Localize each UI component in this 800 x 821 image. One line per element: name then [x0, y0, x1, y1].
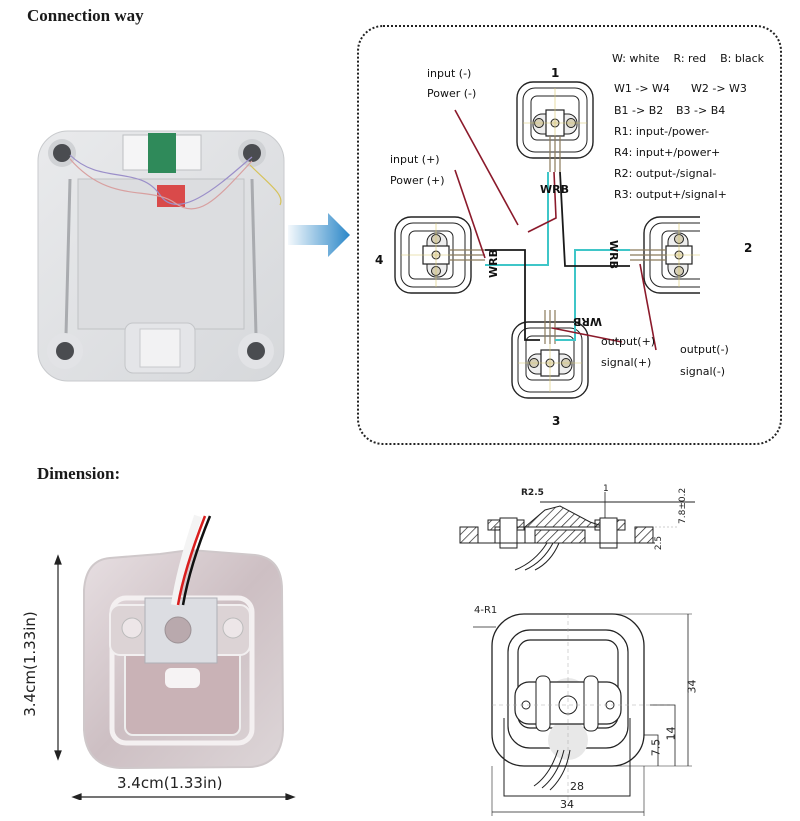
wiring-diagram-frame — [357, 25, 782, 445]
width-34-label: 34 — [560, 798, 574, 811]
legend-red: R: red — [673, 52, 707, 65]
white-wires — [485, 172, 630, 341]
width-28-label: 28 — [570, 780, 584, 793]
wire-label-2: WRB — [607, 240, 620, 269]
label-output-minus: output(-) — [680, 343, 729, 356]
rule-r1: R1: input-/power- — [614, 125, 710, 138]
total-height-label: 7.8±0.2 — [678, 487, 688, 524]
sensor-number-4: 4 — [375, 253, 384, 267]
main-pcb — [148, 133, 176, 173]
base-height-label: 2.5 — [654, 535, 665, 551]
label-power-minus: Power (-) — [427, 87, 477, 100]
legend-white: W: white — [612, 52, 660, 65]
wire-label-4: WRB — [487, 249, 500, 278]
height-14-label: 14 — [664, 726, 678, 741]
dimension-title: Dimension: — [37, 464, 121, 483]
wire-label-3: WRB — [573, 315, 602, 328]
height-34-label: 34 — [685, 679, 699, 694]
rule-r4: R4: input+/power+ — [614, 146, 721, 159]
hx711-board — [157, 185, 185, 207]
height-7-5-label: 7.5 — [649, 738, 663, 757]
sensor-number-1: 1 — [551, 66, 560, 80]
height-dimension-label: 3.4cm(1.33in) — [21, 611, 39, 717]
black-wires — [485, 171, 630, 341]
sensor-number-2: 2 — [744, 241, 753, 255]
top-view-drawing — [473, 613, 692, 816]
width-dimension-label: 3.4cm(1.33in) — [117, 774, 223, 792]
foot-top-right — [238, 139, 266, 167]
wire-label-1: WRB — [540, 183, 569, 196]
label-power-plus: Power (+) — [390, 174, 445, 187]
label-input-minus: input (-) — [427, 67, 472, 80]
rule-b3-b4: B3 -> B4 — [676, 104, 726, 117]
radius-label: R2.5 — [521, 488, 544, 498]
connection-way-title: Connection way — [27, 6, 144, 25]
label-signal-plus: signal(+) — [601, 356, 652, 369]
load-cell-photo — [54, 514, 296, 800]
side-view-drawing — [459, 492, 695, 571]
wiring-diagram — [394, 81, 700, 399]
sensor-number-3: 3 — [552, 414, 561, 428]
rule-w1-w4: W1 -> W4 — [614, 82, 670, 95]
foot-bottom-right — [238, 333, 274, 369]
label-signal-minus: signal(-) — [680, 365, 726, 378]
foot-bottom-left — [47, 333, 83, 369]
right-arrow-icon — [288, 213, 350, 257]
rule-b1-b2: B1 -> B2 — [614, 104, 664, 117]
foot-top-left — [48, 139, 76, 167]
red-leader-lines — [454, 109, 657, 351]
label-output-plus: output(+) — [601, 335, 656, 348]
height-arrow — [54, 554, 62, 761]
rule-w2-w3: W2 -> W3 — [691, 82, 747, 95]
corner-radius-label: 4-R1 — [474, 605, 498, 616]
legend-black: B: black — [720, 52, 765, 65]
width-arrow — [71, 793, 296, 800]
color-legend: W: white R: red B: black — [612, 52, 764, 65]
scale-underside-photo — [37, 130, 285, 382]
thickness-label: 1 — [603, 484, 609, 494]
label-input-plus: input (+) — [390, 153, 440, 166]
rule-r2: R2: output-/signal- — [614, 167, 717, 180]
rule-r3: R3: output+/signal+ — [614, 188, 727, 201]
